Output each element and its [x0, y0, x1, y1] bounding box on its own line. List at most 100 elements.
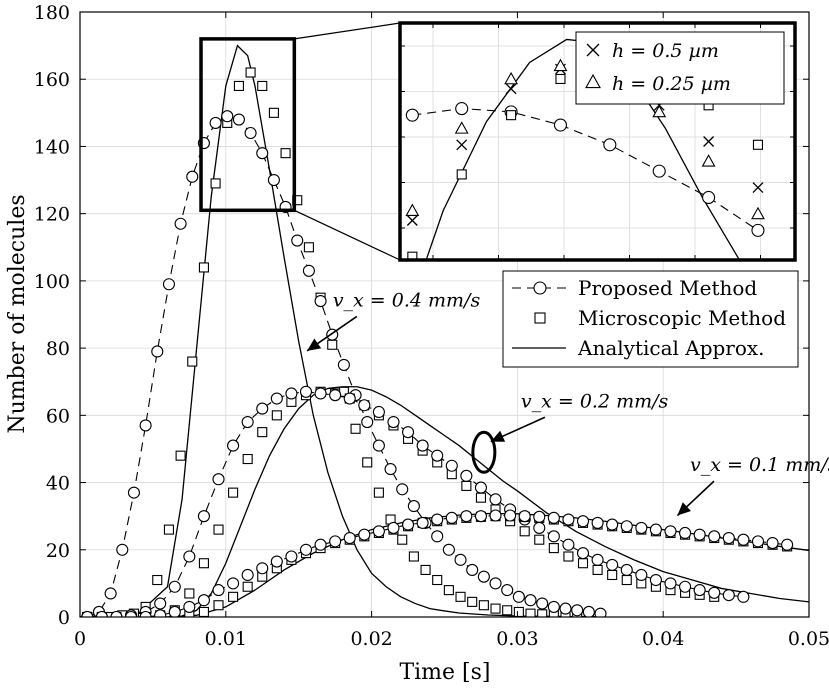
microscopic-marker-v04	[455, 591, 466, 602]
microscopic-marker-v02	[563, 551, 574, 562]
microscopic-marker-v04	[175, 450, 186, 461]
proposed-marker-v01	[197, 594, 210, 607]
proposed-marker-v02	[416, 439, 429, 452]
y-tick-label: 120	[34, 204, 70, 226]
microscopic-marker-v04	[245, 67, 256, 78]
microscopic-marker-v04	[280, 148, 291, 159]
inset-h025-marker	[405, 203, 420, 216]
proposed-marker-v01	[270, 555, 283, 568]
proposed-marker-v01	[620, 520, 633, 533]
proposed-marker-v02	[635, 568, 648, 582]
proposed-marker-v04	[454, 553, 467, 566]
proposed-marker-v04	[442, 543, 455, 556]
zoom-box	[199, 37, 297, 213]
annotation-label-1: v_x = 0.2 mm/s	[521, 390, 669, 412]
proposed-marker-v02	[708, 586, 721, 599]
proposed-marker-v04	[536, 597, 549, 610]
microscopic-marker-v02	[621, 574, 632, 586]
proposed-marker-v02	[299, 385, 313, 398]
inset-microscopic-marker	[407, 251, 418, 260]
proposed-marker-v04	[559, 602, 572, 615]
proposed-marker-v02	[474, 481, 488, 494]
proposed-marker-v04	[267, 174, 280, 187]
markers	[81, 67, 794, 617]
proposed-marker-v04	[291, 234, 304, 247]
annotation-label-0: v_x = 0.4 mm/s	[333, 289, 481, 311]
proposed-marker-v01	[343, 531, 356, 545]
inset-microscopic-marker	[506, 110, 517, 121]
microscopic-marker-v02	[519, 526, 530, 537]
proposed-marker-v01	[387, 521, 400, 534]
proposed-marker-v01	[766, 537, 779, 550]
inset-h025-marker	[504, 71, 519, 85]
inset-h05-marker	[703, 136, 715, 147]
inset-proposed-marker	[652, 164, 666, 178]
inset-h05-marker	[406, 215, 418, 226]
proposed-marker-v01	[81, 610, 94, 617]
y-tick-label: 20	[46, 540, 70, 562]
proposed-marker-v02	[547, 530, 560, 543]
proposed-marker-v01	[168, 605, 181, 617]
proposed-marker-v01	[95, 610, 108, 617]
proposed-marker-v04	[466, 563, 479, 576]
proposed-marker-v01	[635, 521, 648, 534]
microscopic-marker-v04	[152, 574, 163, 586]
proposed-marker-v01	[401, 518, 415, 531]
inset-microscopic-marker	[555, 73, 566, 85]
microscopic-marker-v02	[242, 453, 253, 465]
microscopic-marker-v04	[373, 487, 384, 498]
analytical-line-v02	[80, 386, 809, 617]
microscopic-marker-v04	[443, 585, 454, 596]
proposed-marker-v01	[139, 610, 152, 617]
zoom-connector-top	[294, 22, 401, 40]
proposed-marker-v01	[329, 535, 342, 548]
proposed-marker-v01	[781, 538, 794, 551]
proposed-marker-v04	[151, 345, 164, 358]
proposed-marker-v04	[501, 584, 514, 597]
microscopic-marker-v02	[577, 558, 589, 569]
microscopic-marker-v04	[327, 339, 338, 350]
microscopic-marker-v02	[534, 534, 545, 545]
proposed-marker-v04	[594, 607, 607, 617]
zoom-connector-bottom	[294, 209, 401, 261]
proposed-marker-v01	[679, 526, 692, 540]
proposed-marker-v01	[212, 584, 225, 597]
proposed-marker-v04	[314, 295, 327, 308]
proposed-marker-v01	[751, 535, 765, 548]
microscopic-marker-v01	[242, 581, 253, 592]
legend-label: Proposed Method	[578, 276, 757, 300]
proposed-marker-v02	[227, 439, 240, 452]
inset-h025-marker	[454, 121, 469, 134]
inset-legend-label-h025: h = 0.25 µm	[612, 73, 731, 95]
inset-proposed-marker	[405, 108, 419, 122]
proposed-marker-v01	[372, 525, 385, 538]
proposed-marker-v02	[679, 580, 692, 593]
proposed-marker-v01	[154, 609, 167, 617]
microscopic-marker-v02	[607, 569, 618, 581]
proposed-marker-v04	[174, 217, 187, 230]
microscopic-marker-v02	[461, 480, 472, 491]
inset-legend-cross-icon	[586, 43, 600, 57]
x-tick-label: 0.03	[496, 628, 538, 650]
microscopic-marker-v02	[271, 410, 282, 421]
proposed-marker-v02	[197, 510, 210, 523]
y-tick-label: 160	[34, 69, 70, 91]
proposed-marker-v01	[722, 531, 735, 545]
proposed-marker-v01	[489, 509, 502, 522]
proposed-marker-v02	[562, 538, 575, 551]
proposed-marker-v02	[431, 449, 444, 462]
proposed-marker-v04	[302, 264, 315, 277]
proposed-marker-v01	[664, 525, 677, 538]
microscopic-marker-v04	[362, 457, 373, 468]
y-tick-label: 180	[34, 2, 70, 24]
inset-legend: h = 0.5 µmh = 0.25 µm	[575, 31, 785, 105]
y-tick-label: 80	[46, 338, 70, 360]
y-tick-label: 140	[34, 136, 70, 158]
microscopic-marker-v04	[268, 107, 279, 118]
annotations: v_x = 0.4 mm/sv_x = 0.2 mm/sv_x = 0.1 mm…	[306, 289, 829, 517]
proposed-marker-v01	[445, 511, 458, 524]
proposed-marker-v01	[183, 600, 196, 613]
